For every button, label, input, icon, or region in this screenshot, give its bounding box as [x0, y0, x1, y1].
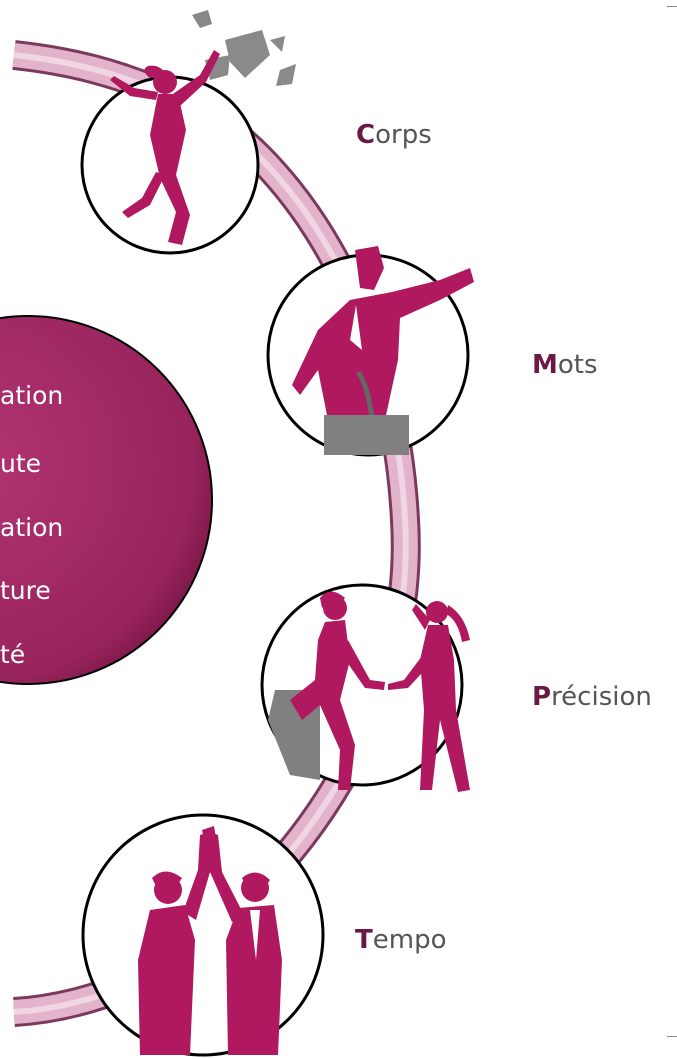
- central-item-3: ation: [0, 513, 64, 542]
- step-text: orps: [375, 120, 432, 150]
- step-initial: C: [356, 120, 376, 150]
- handshake-icon: [268, 591, 470, 792]
- central-circle: [0, 315, 213, 685]
- step-label-tempo: Tempo: [355, 925, 446, 955]
- step-circle-tempo: [81, 813, 325, 1057]
- step-label-precision: Précision: [532, 682, 677, 712]
- step-text: récision: [551, 682, 652, 712]
- central-item-5: té: [0, 640, 26, 669]
- step-initial: P: [532, 682, 552, 712]
- step-initial: T: [355, 925, 373, 955]
- edge-mark-bottom: [667, 1036, 677, 1037]
- step-label-corps: Corps: [356, 120, 432, 150]
- high-five-icon: [138, 826, 282, 1055]
- central-item-1: ation: [0, 381, 64, 410]
- central-item-2: ute: [0, 449, 42, 478]
- step-text: ots: [557, 350, 598, 380]
- step-circle-corps: [80, 10, 296, 255]
- step-initial: M: [532, 350, 558, 380]
- step-label-mots: Mots: [532, 350, 598, 380]
- step-text: empo: [372, 925, 447, 955]
- speaker-at-podium-icon: [292, 246, 474, 455]
- step-circle-mots: [266, 246, 474, 457]
- central-item-4: ture: [0, 576, 51, 605]
- step-circle-precision: [260, 583, 470, 792]
- edge-mark-top: [667, 6, 677, 7]
- woman-celebrating-icon: [110, 10, 296, 245]
